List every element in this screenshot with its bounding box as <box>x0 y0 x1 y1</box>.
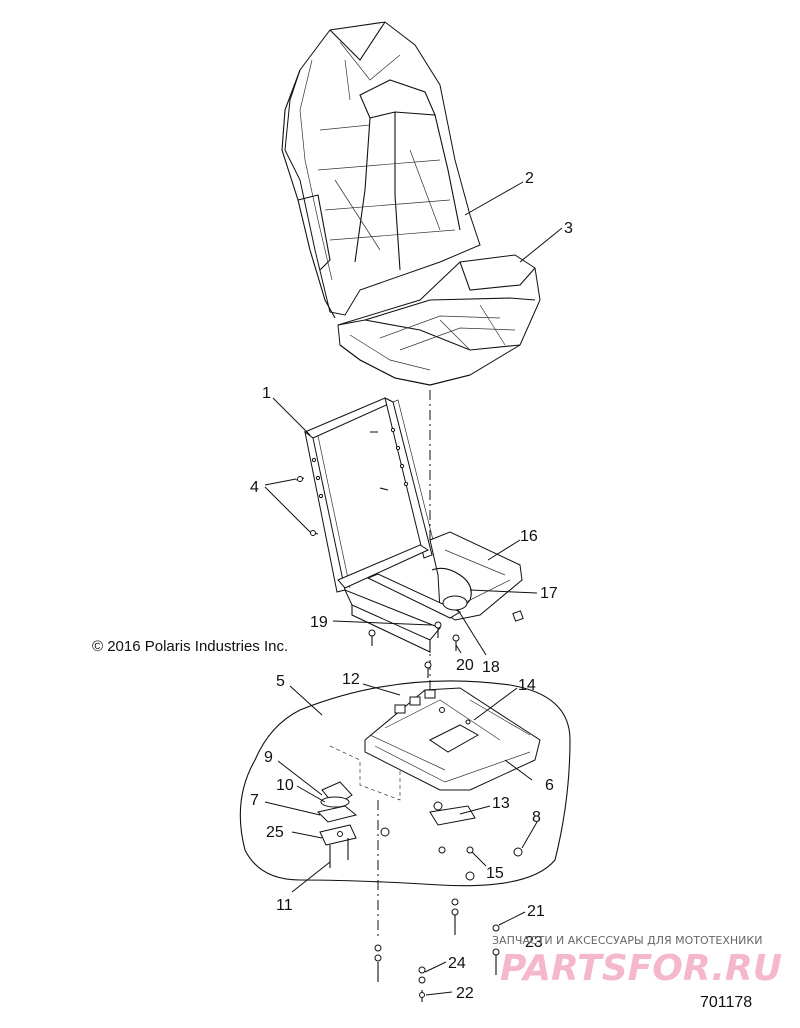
watermark: ЗАПЧАСТИ И АКСЕССУАРЫ ДЛЯ МОТОТЕХНИКИ PA… <box>492 934 782 989</box>
callout-2: 2 <box>525 170 534 187</box>
callout-4: 4 <box>250 479 259 496</box>
kit-reference-line <box>329 745 401 801</box>
bracket-item-13 <box>380 801 523 881</box>
callout-15: 15 <box>486 865 504 882</box>
callout-12: 12 <box>342 671 360 688</box>
bolts-items-19-20 <box>368 621 460 678</box>
callout-13: 13 <box>492 795 510 812</box>
fasteners-21-24 <box>374 898 500 1002</box>
callout-24: 24 <box>448 955 466 972</box>
callout-21: 21 <box>527 903 545 920</box>
callout-25: 25 <box>266 824 284 841</box>
callout-6: 6 <box>545 777 554 794</box>
figure-number: 701178 <box>700 994 752 1011</box>
seat-assembly <box>281 21 541 386</box>
callout-16: 16 <box>520 528 538 545</box>
callout-20: 20 <box>456 657 474 674</box>
callout-7: 7 <box>250 792 259 809</box>
callout-8: 8 <box>532 809 541 826</box>
watermark-logo: PARTSFOR.RU <box>500 948 782 989</box>
screws-item-4 <box>295 476 319 536</box>
callout-9: 9 <box>264 749 273 766</box>
callout-10: 10 <box>276 777 294 794</box>
callout-14: 14 <box>518 677 536 694</box>
callout-5: 5 <box>276 673 285 690</box>
callout-3: 3 <box>564 220 573 237</box>
callout-22: 22 <box>456 985 474 1002</box>
callout-18: 18 <box>482 659 500 676</box>
kit-outline-item-5 <box>239 680 571 887</box>
callout-1: 1 <box>262 385 271 402</box>
callout-19: 19 <box>310 614 328 631</box>
callout-23: 23 <box>525 934 543 951</box>
seat-frame <box>304 397 524 653</box>
leader-lines <box>264 181 563 996</box>
watermark-subtitle: ЗАПЧАСТИ И АКСЕССУАРЫ ДЛЯ МОТОТЕХНИКИ <box>492 934 762 947</box>
copyright-notice: © 2016 Polaris Industries Inc. <box>92 638 288 655</box>
callout-numbers: 1 2 3 4 5 6 7 8 9 10 11 12 13 14 15 16 1… <box>250 170 573 1002</box>
slider-base-item-6 <box>364 687 541 791</box>
callout-11: 11 <box>276 897 293 914</box>
callout-17: 17 <box>540 585 558 602</box>
latch-parts <box>317 781 358 868</box>
